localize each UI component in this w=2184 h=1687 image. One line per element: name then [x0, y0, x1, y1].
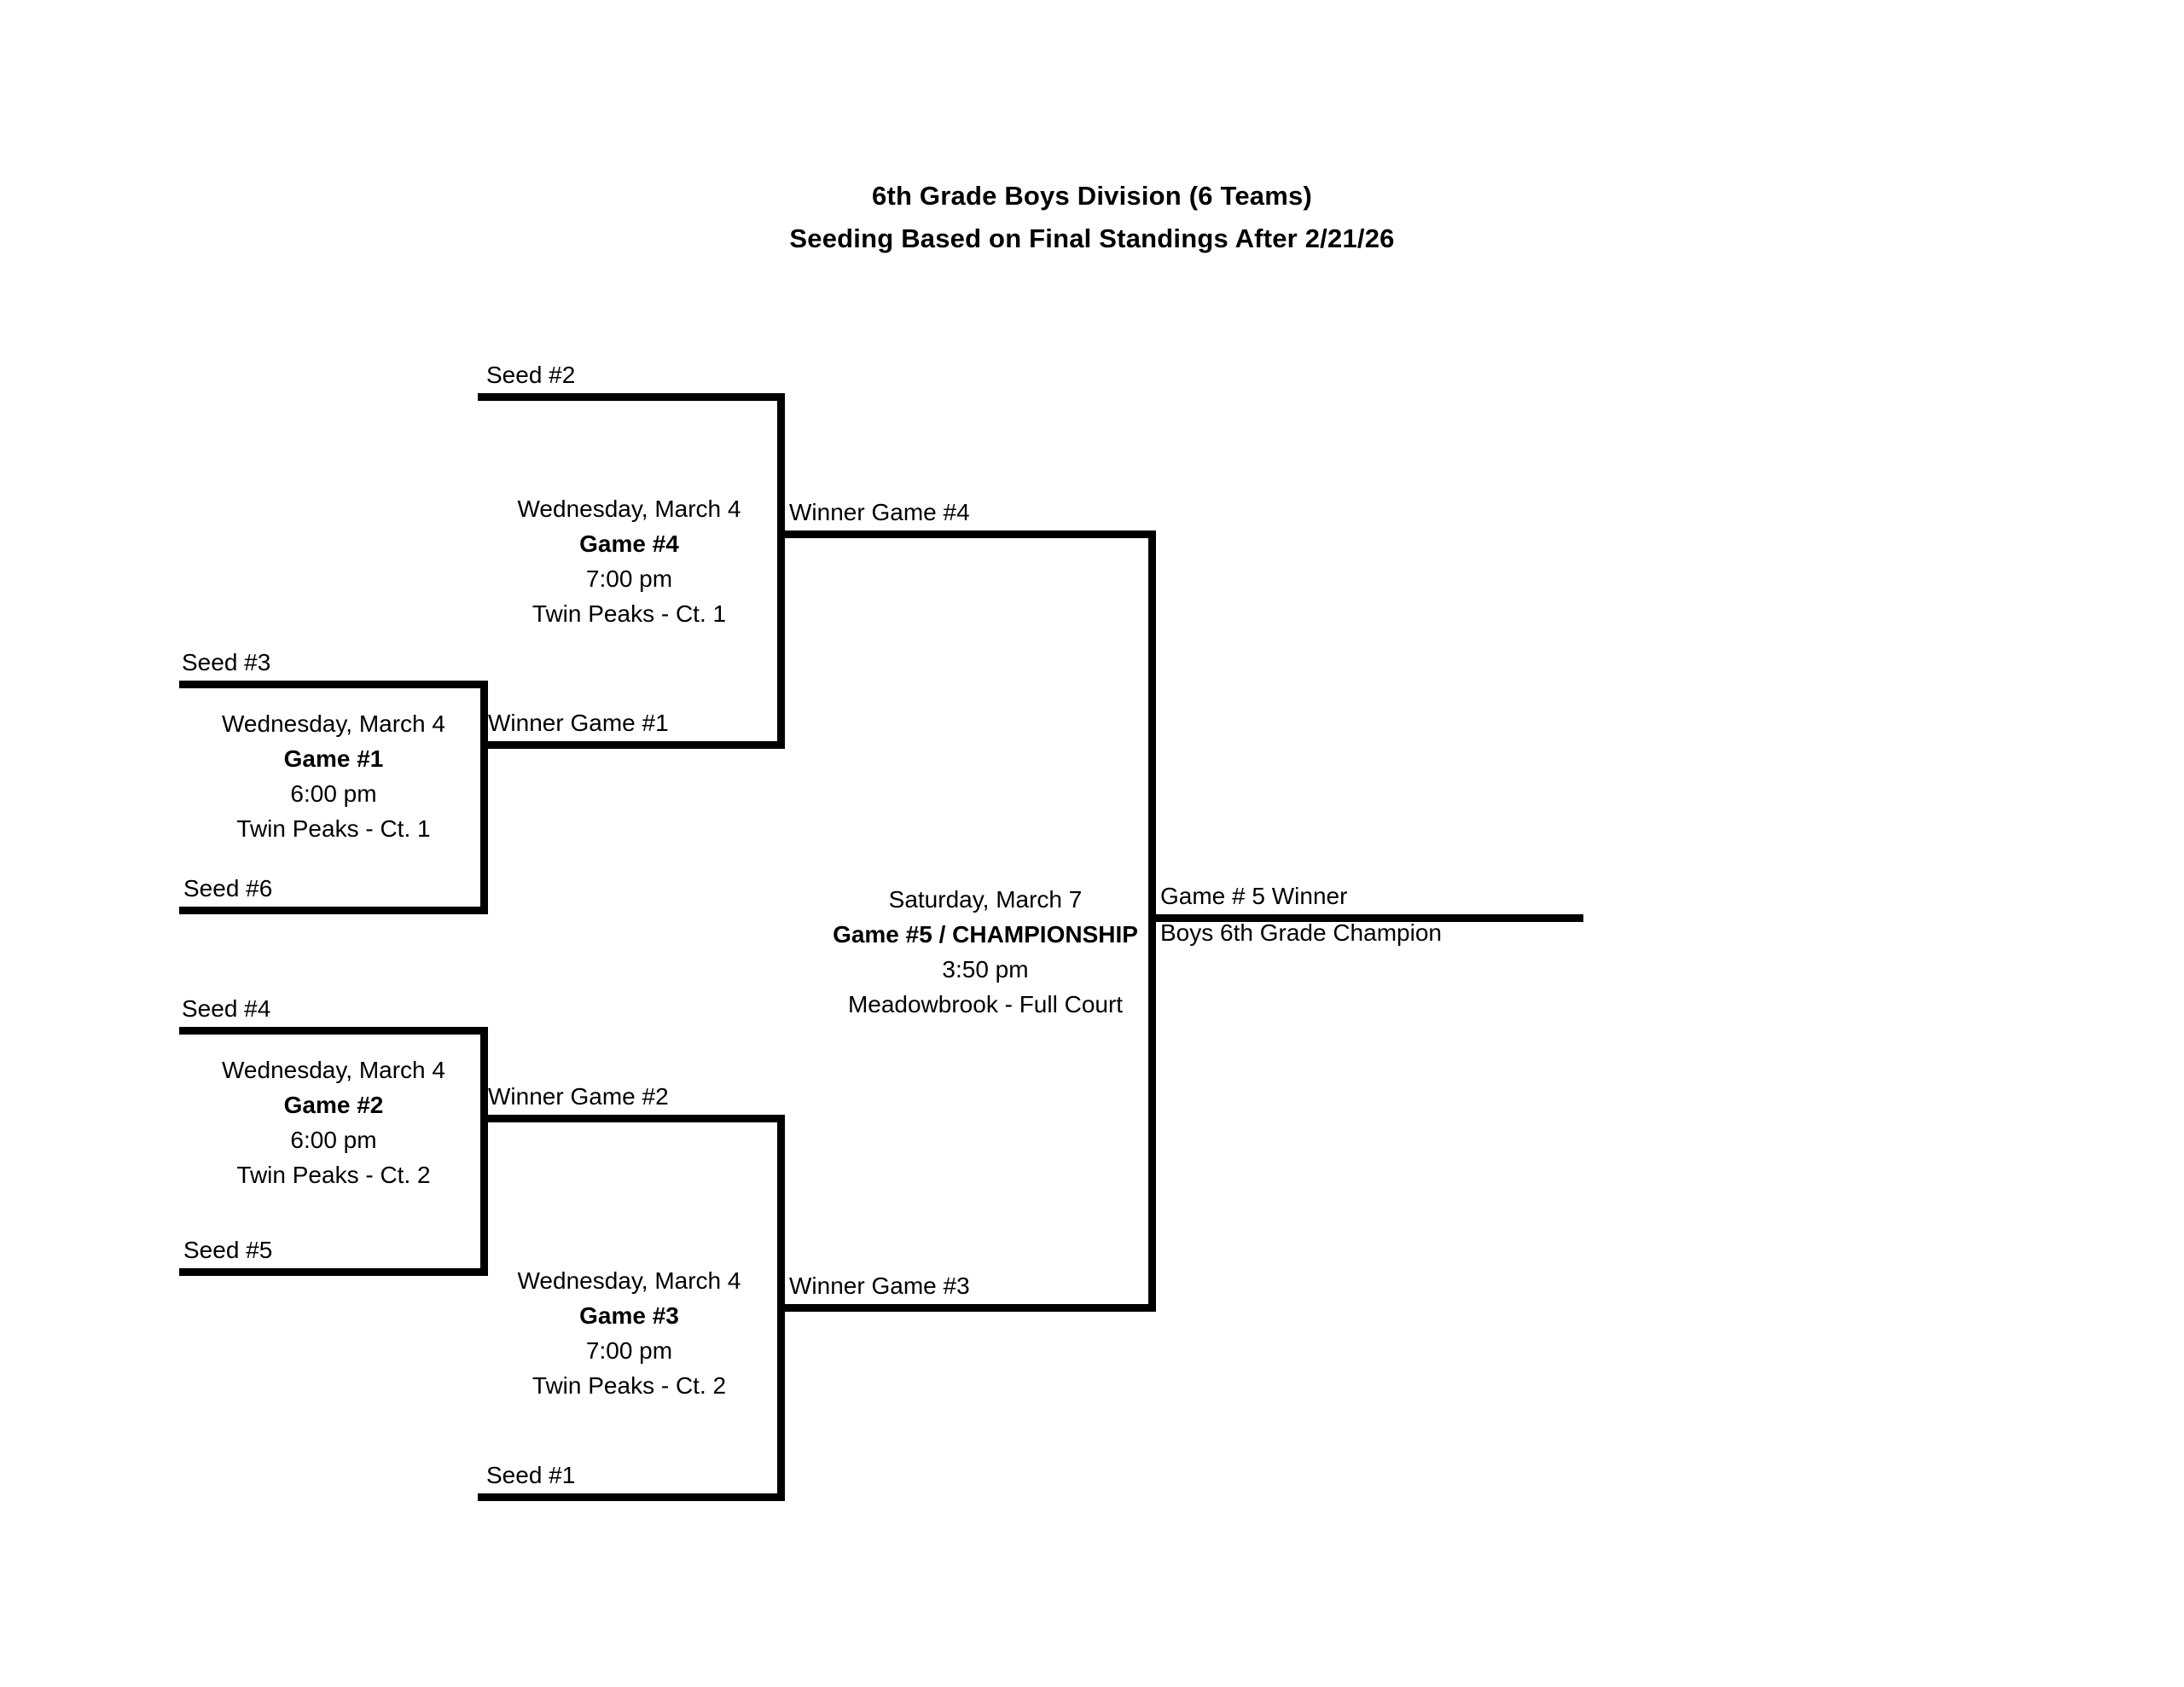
- bracket-line-champion: [1148, 914, 1583, 922]
- game-info-2: Wednesday, March 4 Game #2 6:00 pm Twin …: [179, 1052, 488, 1192]
- game-1-time: 6:00 pm: [290, 780, 377, 807]
- winner-label-game-5: Game # 5 Winner: [1160, 883, 1348, 909]
- bracket-line-seed2: [478, 393, 785, 401]
- bracket-line-winner-game4: [777, 530, 1156, 538]
- game-info-3: Wednesday, March 4 Game #3 7:00 pm Twin …: [478, 1263, 781, 1403]
- game-3-name: Game #3: [579, 1302, 679, 1329]
- bracket-line-seed6: [179, 907, 488, 914]
- game-5-location: Meadowbrook - Full Court: [847, 991, 1124, 1017]
- game-3-time: 7:00 pm: [585, 1337, 673, 1364]
- seed-label-2: Seed #2: [486, 362, 576, 388]
- title-line-2: Seeding Based on Final Standings After 2…: [789, 223, 1395, 253]
- winner-label-game-2: Winner Game #2: [488, 1083, 669, 1110]
- bracket-line-seed4: [179, 1027, 488, 1035]
- winner-label-game-4: Winner Game #4: [789, 499, 970, 525]
- bracket-connector-game1: [480, 681, 488, 914]
- page-title: 6th Grade Boys Division (6 Teams) Seedin…: [0, 175, 2184, 260]
- seed-label-4: Seed #4: [182, 995, 271, 1022]
- game-2-time: 6:00 pm: [290, 1127, 377, 1153]
- seed-label-5: Seed #5: [183, 1237, 273, 1263]
- bracket-line-seed3: [179, 681, 488, 688]
- game-3-location: Twin Peaks - Ct. 2: [531, 1372, 727, 1399]
- game-1-date: Wednesday, March 4: [222, 710, 445, 737]
- champion-label: Boys 6th Grade Champion: [1160, 919, 1442, 946]
- game-4-time: 7:00 pm: [585, 565, 673, 592]
- bracket-line-winner-game2: [480, 1115, 785, 1122]
- game-2-location: Twin Peaks - Ct. 2: [236, 1162, 431, 1188]
- game-4-date: Wednesday, March 4: [517, 496, 741, 522]
- game-4-location: Twin Peaks - Ct. 1: [531, 600, 727, 627]
- game-1-name: Game #1: [283, 745, 384, 772]
- game-5-time: 3:50 pm: [942, 956, 1029, 983]
- game-3-date: Wednesday, March 4: [517, 1267, 741, 1294]
- bracket-line-winner-game3: [777, 1304, 1156, 1312]
- game-1-location: Twin Peaks - Ct. 1: [236, 815, 431, 842]
- seed-label-3: Seed #3: [182, 649, 271, 675]
- game-info-4: Wednesday, March 4 Game #4 7:00 pm Twin …: [478, 491, 781, 631]
- bracket-line-seed5: [179, 1268, 488, 1276]
- game-info-1: Wednesday, March 4 Game #1 6:00 pm Twin …: [179, 706, 488, 846]
- game-2-name: Game #2: [283, 1092, 384, 1118]
- bracket-line-winner-game1: [480, 741, 785, 749]
- game-info-5: Saturday, March 7 Game #5 / CHAMPIONSHIP…: [819, 882, 1152, 1022]
- bracket-line-seed1: [478, 1493, 785, 1501]
- bracket-connector-game2: [480, 1027, 488, 1276]
- game-5-date: Saturday, March 7: [888, 886, 1083, 913]
- game-5-name: Game #5 / CHAMPIONSHIP: [833, 921, 1138, 948]
- winner-label-game-1: Winner Game #1: [488, 710, 669, 736]
- seed-label-1: Seed #1: [486, 1462, 576, 1488]
- game-4-name: Game #4: [579, 530, 679, 557]
- winner-label-game-3: Winner Game #3: [789, 1272, 970, 1299]
- game-2-date: Wednesday, March 4: [222, 1057, 445, 1083]
- seed-label-6: Seed #6: [183, 875, 273, 901]
- title-line-1: 6th Grade Boys Division (6 Teams): [872, 181, 1312, 211]
- bracket-connector-game4: [777, 393, 785, 746]
